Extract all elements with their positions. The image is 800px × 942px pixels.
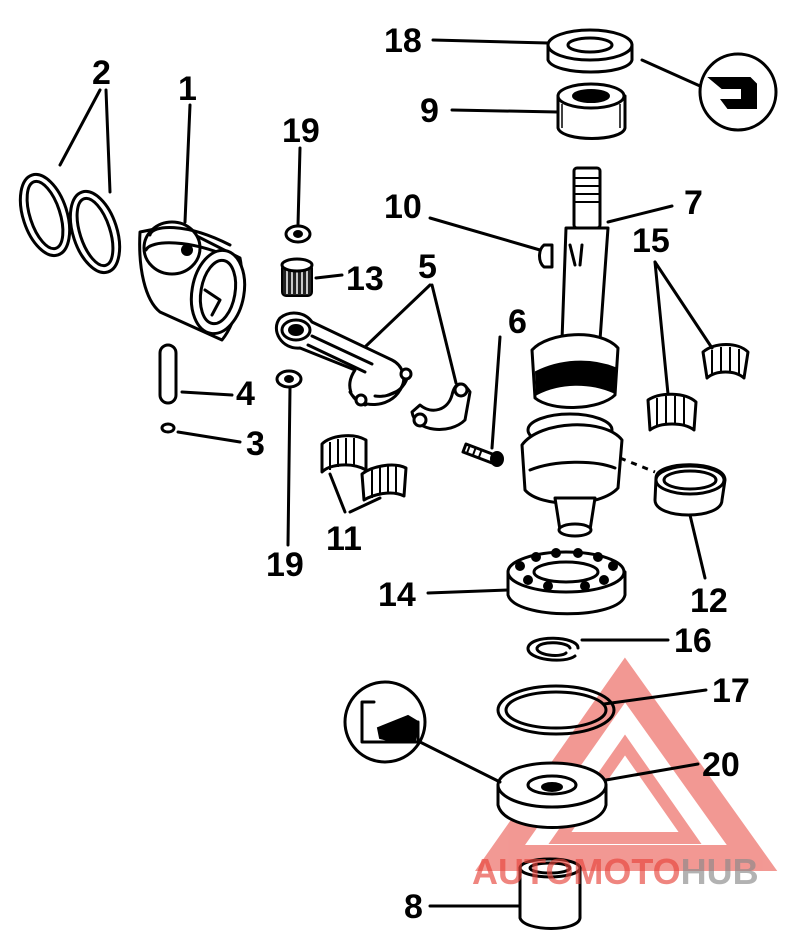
callout-17: 17 (712, 672, 750, 710)
callout-3: 3 (246, 425, 265, 463)
seal-detail-inset-bottom (343, 680, 502, 784)
callout-8: 8 (404, 888, 423, 926)
ball-bearing (506, 548, 627, 616)
callout-labels: 1 2 3 4 5 6 7 8 9 10 11 12 13 14 15 16 1… (92, 22, 750, 926)
piston (138, 220, 247, 342)
roller-bearing-halves-main (646, 343, 750, 432)
callout-15: 15 (632, 222, 670, 260)
callout-19-top: 19 (282, 112, 320, 150)
o-ring (496, 684, 616, 736)
callout-14: 14 (378, 576, 416, 614)
callout-1: 1 (178, 70, 197, 108)
needle-bearing-upper (556, 82, 627, 140)
svg-text:AUTOMOTOHUB: AUTOMOTOHUB (472, 851, 759, 892)
retaining-clip (160, 422, 176, 434)
thrust-washer-top (284, 224, 312, 244)
cap-screw (461, 442, 504, 467)
leader-lines (58, 38, 714, 908)
watermark-text-hub: HUB (681, 851, 759, 892)
callout-19-bottom: 19 (266, 546, 304, 584)
wrist-pin (158, 343, 178, 405)
callout-4: 4 (236, 375, 255, 413)
woodruff-key (538, 243, 554, 269)
crankshaft (520, 166, 624, 538)
callout-6: 6 (508, 303, 527, 341)
callout-11: 11 (326, 520, 362, 558)
watermark-wordmark: AUTOMOTOHUB (472, 851, 759, 892)
piston-rings (18, 172, 122, 275)
needle-bearing-small-end (280, 257, 314, 297)
callout-2: 2 (92, 54, 111, 92)
callout-13: 13 (346, 260, 384, 298)
roller-bearing-halves-rod (320, 434, 408, 502)
lower-seal-housing (496, 761, 608, 829)
bushing (518, 857, 582, 930)
connecting-rod-cap (410, 382, 472, 431)
retaining-ring (526, 636, 580, 662)
callout-7: 7 (684, 184, 703, 222)
seal-detail-inset-top (640, 52, 778, 132)
callout-16: 16 (674, 622, 712, 660)
callout-18: 18 (384, 22, 422, 60)
thrust-washer-bottom (275, 369, 303, 389)
bearing-sleeve (619, 456, 727, 517)
callout-12: 12 (690, 582, 728, 620)
watermark-text-automoto: AUTOMOTO (472, 851, 681, 892)
callout-20: 20 (702, 746, 740, 784)
connecting-rod (274, 311, 413, 407)
upper-seal (546, 28, 634, 74)
callout-9: 9 (420, 92, 439, 130)
callout-5: 5 (418, 248, 437, 286)
callout-10: 10 (384, 188, 422, 226)
